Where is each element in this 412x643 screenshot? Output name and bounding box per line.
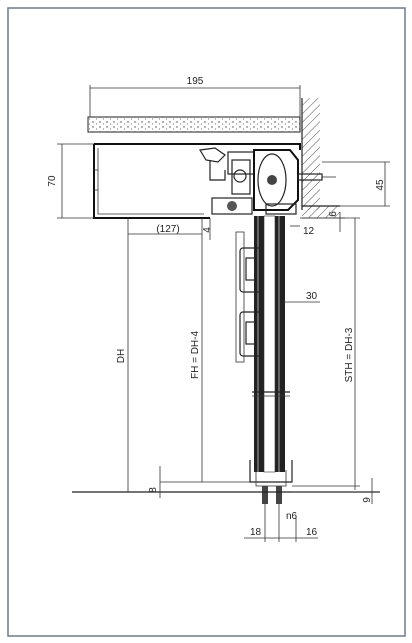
dim-label-sth: STH = DH-3 [344, 327, 355, 382]
dim-label-dh: DH [116, 349, 127, 363]
dimension-4: 4 [201, 218, 213, 240]
dimension-8: 8 [148, 466, 161, 498]
ceiling-slab [87, 116, 301, 133]
dim-label-8: 8 [148, 487, 159, 493]
dim-label-6: 6 [328, 211, 339, 217]
dim-label-n6: n6 [286, 511, 298, 522]
dimension-195: 195 [89, 76, 301, 117]
dimension-dh: DH [116, 240, 129, 492]
dimension-12: 12 [290, 225, 315, 237]
dimension-18-16: 18 16 [244, 516, 318, 542]
dimension-127: (127) [127, 218, 202, 240]
roller-mechanism [199, 147, 336, 215]
dimension-70: 70 [47, 143, 94, 219]
dimension-45: 45 [322, 161, 390, 207]
dim-label-18: 18 [250, 527, 262, 538]
dimension-n6: n6 [286, 511, 298, 522]
dim-label-fh: FH = DH-4 [190, 331, 201, 380]
floor-guide [249, 460, 293, 516]
dim-label-195: 195 [187, 76, 204, 87]
dim-label-9: 9 [362, 497, 373, 503]
dim-label-30: 30 [306, 291, 318, 302]
door-brackets [235, 231, 263, 363]
dim-label-12: 12 [303, 226, 315, 237]
dimension-9: 9 [292, 478, 380, 504]
dimension-30: 30 [285, 291, 320, 303]
dim-label-45: 45 [375, 179, 386, 191]
page-border [7, 7, 406, 637]
dim-label-16: 16 [306, 527, 318, 538]
dimension-sth: STH = DH-3 [292, 217, 360, 490]
dim-label-70: 70 [47, 175, 58, 187]
wall-section [301, 98, 340, 218]
dim-label-127: (127) [156, 224, 179, 235]
door-leaves [252, 215, 290, 473]
dimension-fh: FH = DH-4 [190, 240, 203, 482]
floor-line [72, 481, 380, 493]
dim-label-4: 4 [202, 227, 213, 233]
